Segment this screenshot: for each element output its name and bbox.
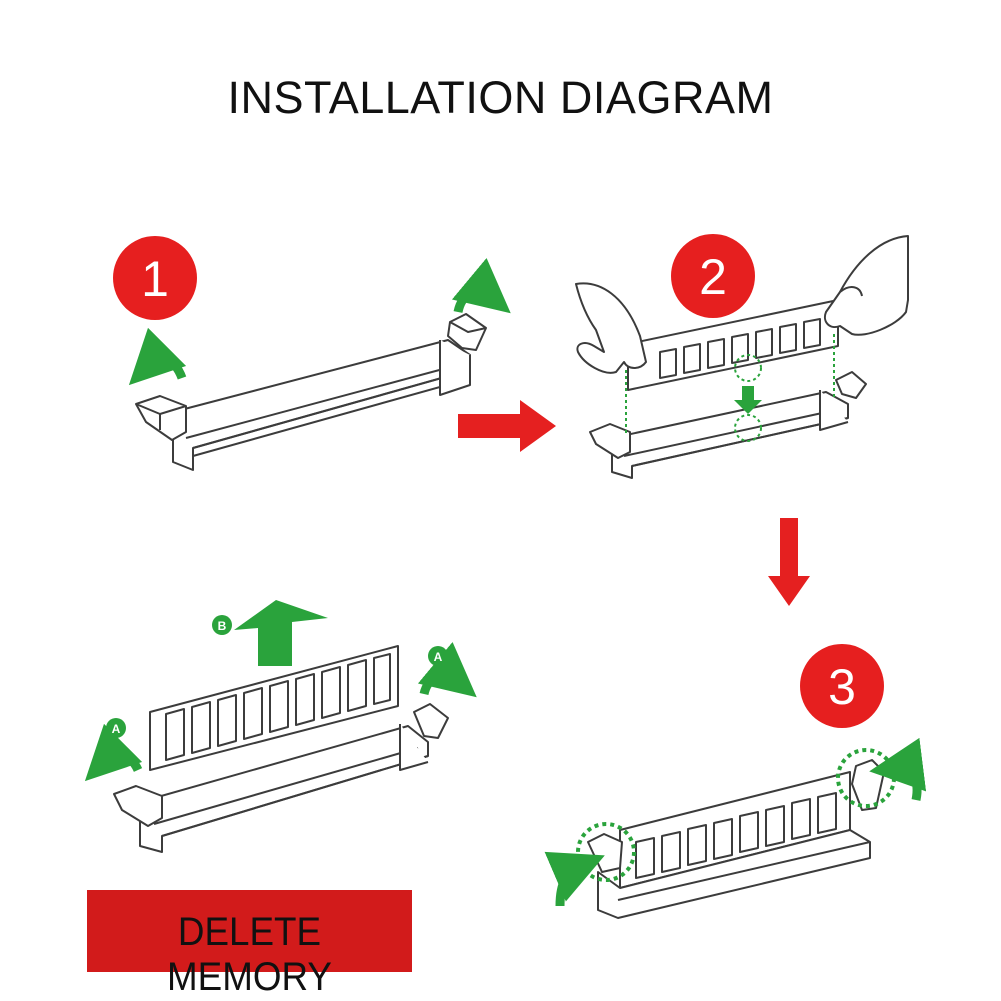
- step-2-memory-slot: [611, 390, 849, 479]
- step-2-right-hand: [824, 235, 909, 336]
- step-2-right-clip: [835, 371, 867, 399]
- step-1-badge: [113, 236, 197, 320]
- removal-panel: B A A: [84, 600, 477, 853]
- removal-left-arrow-icon: [84, 723, 143, 782]
- step-2-down-arrow-icon: [734, 386, 762, 414]
- step-2-left-hand: [575, 282, 647, 374]
- step-3-right-arrow-icon: [869, 737, 927, 801]
- removal-label-b: B: [218, 619, 227, 633]
- step-1-right-clip: [447, 313, 487, 351]
- removal-memory-module: [149, 645, 399, 771]
- delete-memory-label-box: DELETE MEMORY: [87, 890, 412, 999]
- step-2-left-clip: [589, 423, 631, 459]
- page-title: INSTALLATION DIAGRAM: [227, 72, 774, 123]
- step-1-number: 1: [141, 251, 169, 307]
- removal-right-clip: [413, 703, 449, 739]
- step-2-number: 2: [699, 249, 727, 305]
- removal-label-a-left: A: [112, 722, 121, 736]
- step-1-memory-slot: [172, 339, 471, 471]
- next-step-arrow-right-icon: [458, 400, 556, 452]
- removal-left-clip: [113, 785, 163, 827]
- step-3-panel: 3: [544, 644, 927, 919]
- delete-memory-label: DELETE MEMORY: [167, 910, 332, 999]
- step-3-left-arrow-icon: [544, 851, 605, 907]
- removal-label-a-right: A: [434, 650, 443, 664]
- next-step-arrow-down-icon: [768, 518, 810, 606]
- step-3-number: 3: [828, 659, 856, 715]
- step-3-memory-module: [619, 771, 851, 889]
- removal-memory-slot: [139, 724, 429, 853]
- step-3-left-clip-highlight: [576, 822, 636, 882]
- step-2-memory-module: [627, 299, 839, 391]
- step-2-panel: 2: [575, 234, 909, 479]
- step-3-badge: [800, 644, 884, 728]
- step-2-notch-highlight-bottom: [734, 414, 762, 442]
- step-1-panel: 1: [113, 236, 511, 471]
- step-2-notch-highlight-top: [734, 354, 762, 382]
- removal-up-arrow-icon: [234, 600, 328, 666]
- step-3-left-clip: [587, 833, 623, 873]
- removal-label-a-left-badge: [106, 718, 126, 738]
- removal-label-b-badge: [212, 615, 232, 635]
- step-3-right-clip: [851, 759, 885, 811]
- step-3-memory-slot: [597, 829, 871, 919]
- step-1-left-arrow-icon: [128, 327, 187, 386]
- removal-right-arrow-icon: [417, 641, 477, 698]
- step-1-left-clip: [135, 395, 187, 441]
- removal-label-a-right-badge: [428, 646, 448, 666]
- step-2-badge: [671, 234, 755, 318]
- step-1-right-arrow-icon: [451, 257, 511, 314]
